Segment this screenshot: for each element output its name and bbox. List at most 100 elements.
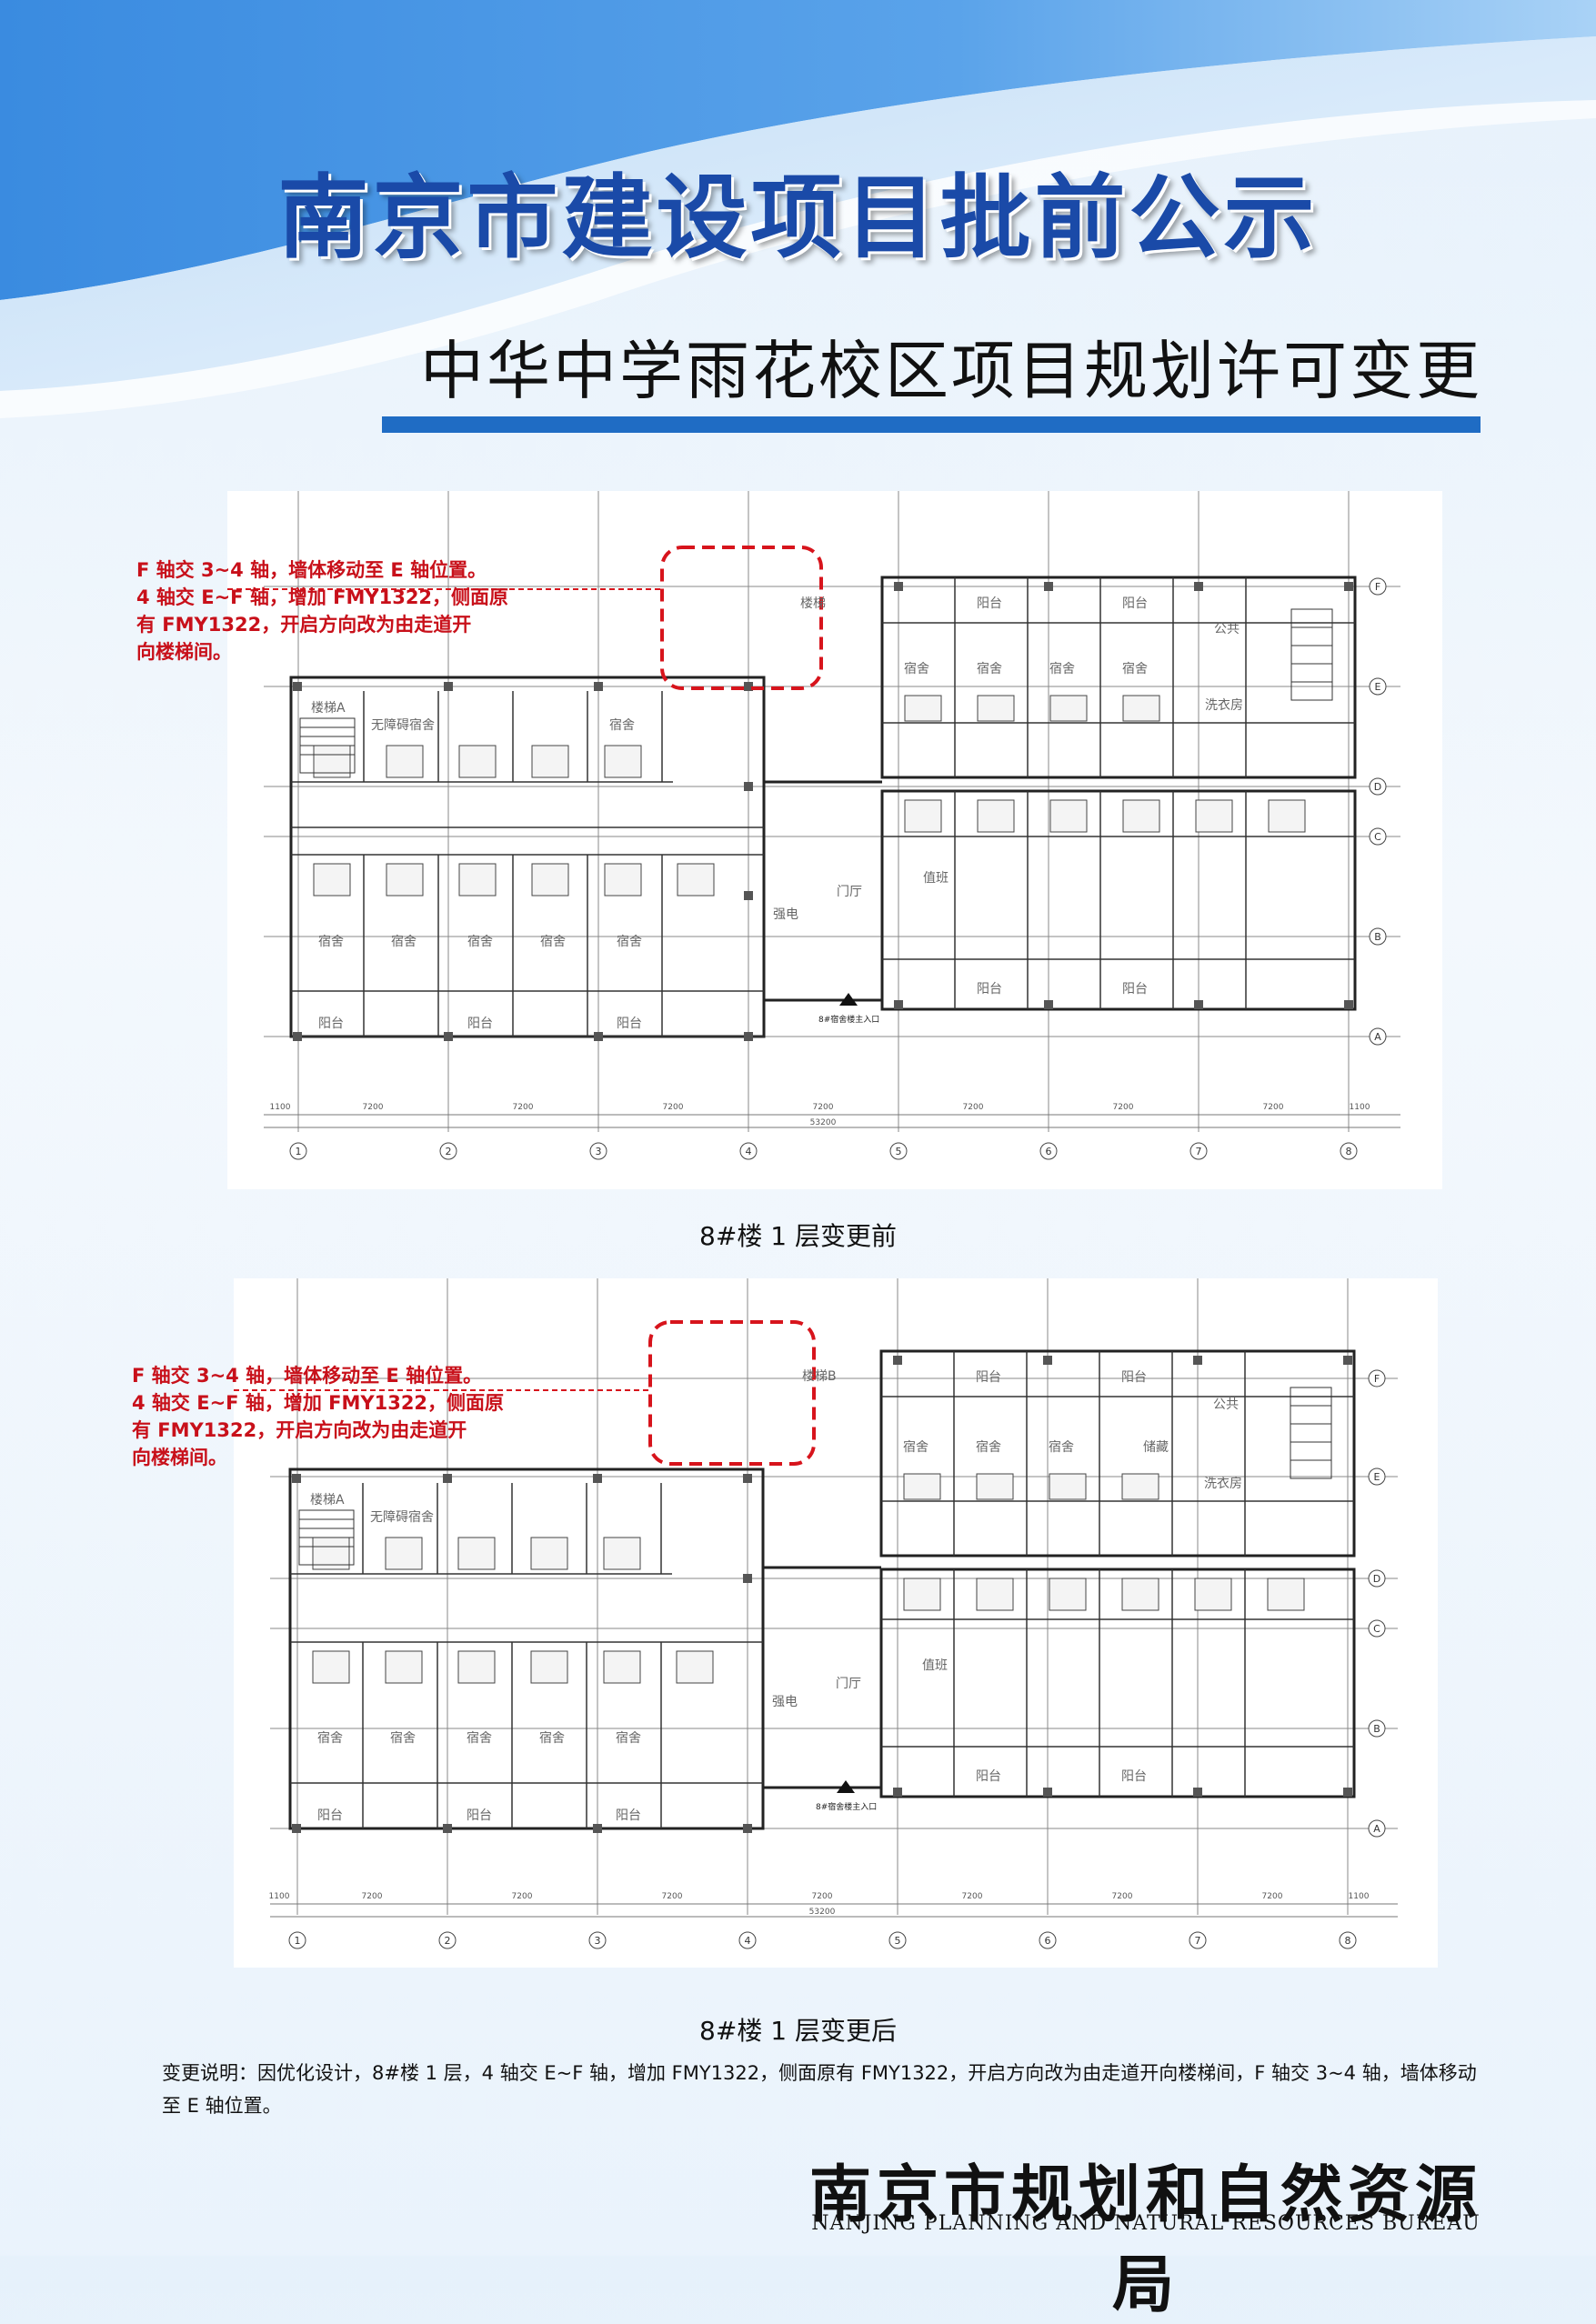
axis-number: 3 bbox=[596, 1146, 602, 1157]
room-label: 洗衣房 bbox=[1204, 1477, 1242, 1491]
room-label: 公共 bbox=[1214, 622, 1240, 636]
dimension-label: 1100 bbox=[1349, 1892, 1370, 1901]
axis-number: 6 bbox=[1046, 1146, 1052, 1157]
room-label: 宿舍 bbox=[467, 1730, 492, 1746]
room-label: 宿舍 bbox=[1122, 661, 1148, 676]
room-label: 宿舍 bbox=[317, 1730, 343, 1746]
room-label: 阳台 bbox=[617, 1017, 642, 1031]
room-label: 宿舍 bbox=[1049, 1439, 1074, 1455]
title-divider bbox=[382, 416, 1481, 433]
floor-plan-before: 宿舍 宿舍 宿舍 宿舍 宿舍 宿舍 宿舍 宿舍 宿舍 宿舍 阳台 阳台 阳台 阳… bbox=[227, 491, 1442, 1189]
dimension-label: 7200 bbox=[813, 1103, 834, 1112]
dimension-label: 7200 bbox=[963, 1103, 984, 1112]
axis-number: 4 bbox=[745, 1935, 751, 1947]
room-label: 阳台 bbox=[1122, 982, 1148, 997]
room-label: 楼梯A bbox=[311, 701, 346, 716]
axis-number: 5 bbox=[896, 1146, 902, 1157]
dimension-label: 1100 bbox=[269, 1892, 290, 1901]
page-title: 南京市建设项目批前公示 bbox=[277, 164, 1319, 271]
dimension-label: 1100 bbox=[270, 1103, 291, 1112]
axis-letter: F bbox=[1375, 581, 1380, 593]
room-label: 宿舍 bbox=[609, 717, 635, 733]
axis-letter: A bbox=[1373, 1823, 1380, 1835]
axis-number: 3 bbox=[595, 1935, 601, 1947]
room-label: 8#宿舍楼主入口 bbox=[816, 1801, 877, 1812]
room-label: 阳台 bbox=[977, 982, 1002, 997]
floor-plan-after: 宿舍 宿舍 宿舍 宿舍 宿舍 宿舍 宿舍 宿舍 阳台 阳台 阳台 阳台 阳台 阳… bbox=[234, 1278, 1438, 1968]
axis-letter: C bbox=[1373, 1623, 1380, 1635]
room-label: 值班 bbox=[923, 871, 949, 886]
room-label: 阳台 bbox=[976, 1370, 1001, 1385]
dimension-label: 7200 bbox=[663, 1103, 684, 1112]
room-label: 阳台 bbox=[318, 1017, 344, 1031]
room-label: 强电 bbox=[773, 907, 798, 922]
dimension-label: 7200 bbox=[513, 1103, 534, 1112]
dimension-label: 7200 bbox=[1263, 1103, 1284, 1112]
room-label: 楼梯B bbox=[802, 1369, 837, 1384]
axis-letter: B bbox=[1374, 931, 1381, 943]
floor-plan-drawing-after: 宿舍 宿舍 宿舍 宿舍 宿舍 宿舍 宿舍 宿舍 阳台 阳台 阳台 阳台 阳台 阳… bbox=[234, 1278, 1398, 1949]
bureau-name-en: NANJING PLANNING AND NATURAL RESOURCES B… bbox=[811, 2212, 1481, 2235]
note-line: 4 轴交 E~F 轴，增加 FMY1322，侧面原 bbox=[136, 586, 509, 608]
room-label: 宿舍 bbox=[391, 934, 417, 949]
room-label: 门厅 bbox=[836, 1677, 861, 1691]
axis-number: 8 bbox=[1345, 1935, 1351, 1947]
change-note-before: F 轴交 3~4 轴，墙体移动至 E 轴位置。 4 轴交 E~F 轴，增加 FM… bbox=[136, 556, 508, 666]
axis-number: 5 bbox=[895, 1935, 901, 1947]
change-note-after: F 轴交 3~4 轴，墙体移动至 E 轴位置。 4 轴交 E~F 轴，增加 FM… bbox=[132, 1362, 504, 1471]
note-line: 有 FMY1322，开启方向改为由走道开 bbox=[132, 1419, 467, 1441]
room-label: 阳台 bbox=[467, 1017, 493, 1031]
axis-letter: F bbox=[1374, 1373, 1380, 1385]
room-label: 宿舍 bbox=[616, 1730, 641, 1746]
room-label: 阳台 bbox=[1121, 1370, 1147, 1385]
note-line: F 轴交 3~4 轴，墙体移动至 E 轴位置。 bbox=[136, 559, 487, 581]
room-label: 宿舍 bbox=[976, 1439, 1001, 1455]
axis-number: 7 bbox=[1196, 1146, 1202, 1157]
dimension-label: 7200 bbox=[363, 1103, 384, 1112]
axis-number: 2 bbox=[446, 1146, 452, 1157]
room-label: 洗衣房 bbox=[1205, 698, 1243, 713]
axis-number: 6 bbox=[1045, 1935, 1051, 1947]
dimension-label: 7200 bbox=[1262, 1892, 1283, 1901]
room-label: 宿舍 bbox=[903, 1439, 928, 1455]
header-background bbox=[0, 0, 1596, 418]
axis-letter: E bbox=[1375, 681, 1381, 693]
room-label: 阳台 bbox=[616, 1808, 641, 1823]
room-label: 阳台 bbox=[467, 1808, 492, 1823]
dimension-label: 53200 bbox=[809, 1908, 836, 1917]
room-label: 强电 bbox=[772, 1695, 798, 1709]
dimension-label: 7200 bbox=[512, 1892, 533, 1901]
change-description: 变更说明：因优化设计，8#楼 1 层，4 轴交 E~F 轴，增加 FMY1322… bbox=[162, 2062, 1477, 2117]
room-label: 宿舍 bbox=[318, 934, 344, 949]
bureau-name-cn: 南京市规划和自然资源局 bbox=[808, 2159, 1482, 2321]
project-subtitle: 中华中学雨花校区项目规划许可变更 bbox=[420, 334, 1482, 408]
dimension-label: 7200 bbox=[962, 1892, 983, 1901]
room-label: 宿舍 bbox=[539, 1730, 565, 1746]
axis-number: 1 bbox=[296, 1146, 302, 1157]
axis-number: 4 bbox=[746, 1146, 752, 1157]
axis-number: 1 bbox=[295, 1935, 301, 1947]
dimension-label: 7200 bbox=[1113, 1103, 1134, 1112]
room-label: 阳台 bbox=[317, 1808, 343, 1823]
dimension-label: 7200 bbox=[362, 1892, 383, 1901]
room-label: 8#宿舍楼主入口 bbox=[818, 1014, 879, 1025]
note-line: 向楼梯间。 bbox=[132, 1447, 227, 1468]
dimension-label: 7200 bbox=[1112, 1892, 1133, 1901]
axis-number: 2 bbox=[445, 1935, 451, 1947]
room-label: 楼梯A bbox=[310, 1493, 345, 1508]
axis-letter: D bbox=[1374, 781, 1381, 793]
axis-letter: C bbox=[1374, 831, 1381, 843]
room-label: 宿舍 bbox=[1049, 661, 1075, 676]
room-label: 无障碍宿舍 bbox=[370, 1509, 434, 1525]
axis-letter: D bbox=[1373, 1573, 1380, 1585]
axis-letter: E bbox=[1374, 1471, 1380, 1483]
room-label: 楼梯 bbox=[800, 596, 826, 611]
note-line: F 轴交 3~4 轴，墙体移动至 E 轴位置。 bbox=[132, 1365, 483, 1387]
room-label: 值班 bbox=[922, 1658, 948, 1673]
axis-letter: A bbox=[1374, 1031, 1381, 1043]
room-label: 阳台 bbox=[977, 596, 1002, 611]
room-label: 无障碍宿舍 bbox=[371, 717, 435, 733]
room-label: 阳台 bbox=[1122, 596, 1148, 611]
note-line: 有 FMY1322，开启方向改为由走道开 bbox=[136, 614, 472, 636]
dimension-label: 1100 bbox=[1350, 1103, 1370, 1112]
